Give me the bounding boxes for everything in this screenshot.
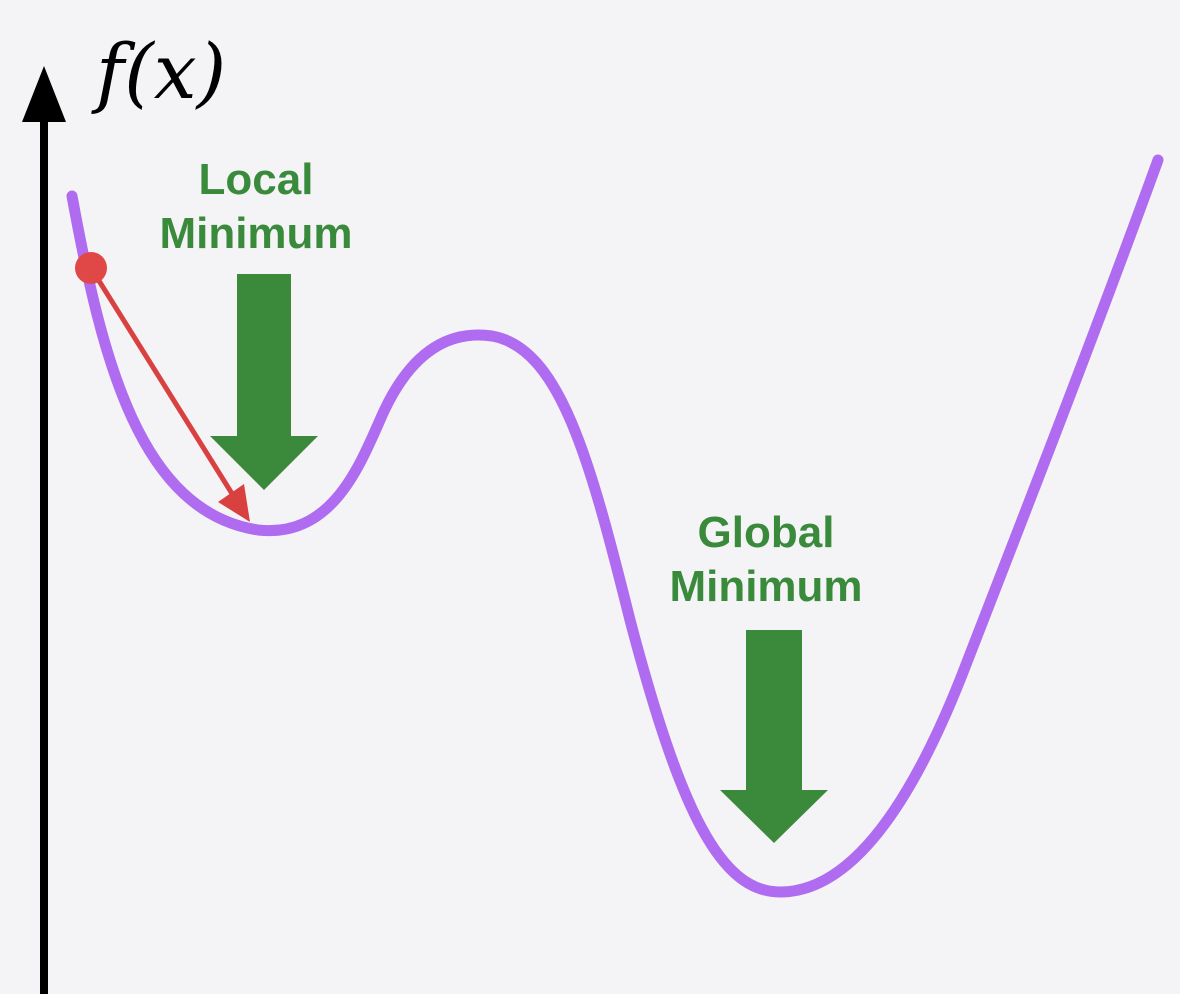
local-minimum-label-line1: Local <box>199 155 314 204</box>
function-curve <box>66 154 1164 898</box>
start-point <box>75 252 107 284</box>
local-minimum-label-line2: Minimum <box>159 209 352 258</box>
gradient-step-arrow <box>88 266 250 522</box>
global-minimum-label-line2: Minimum <box>669 562 862 611</box>
y-axis-label: f(x) <box>91 27 226 116</box>
global-minimum-label-line1: Global <box>698 508 835 557</box>
y-axis-arrowhead <box>22 66 66 122</box>
local-minimum-arrow-icon <box>210 274 318 490</box>
global-minimum-arrow-icon <box>720 630 828 843</box>
